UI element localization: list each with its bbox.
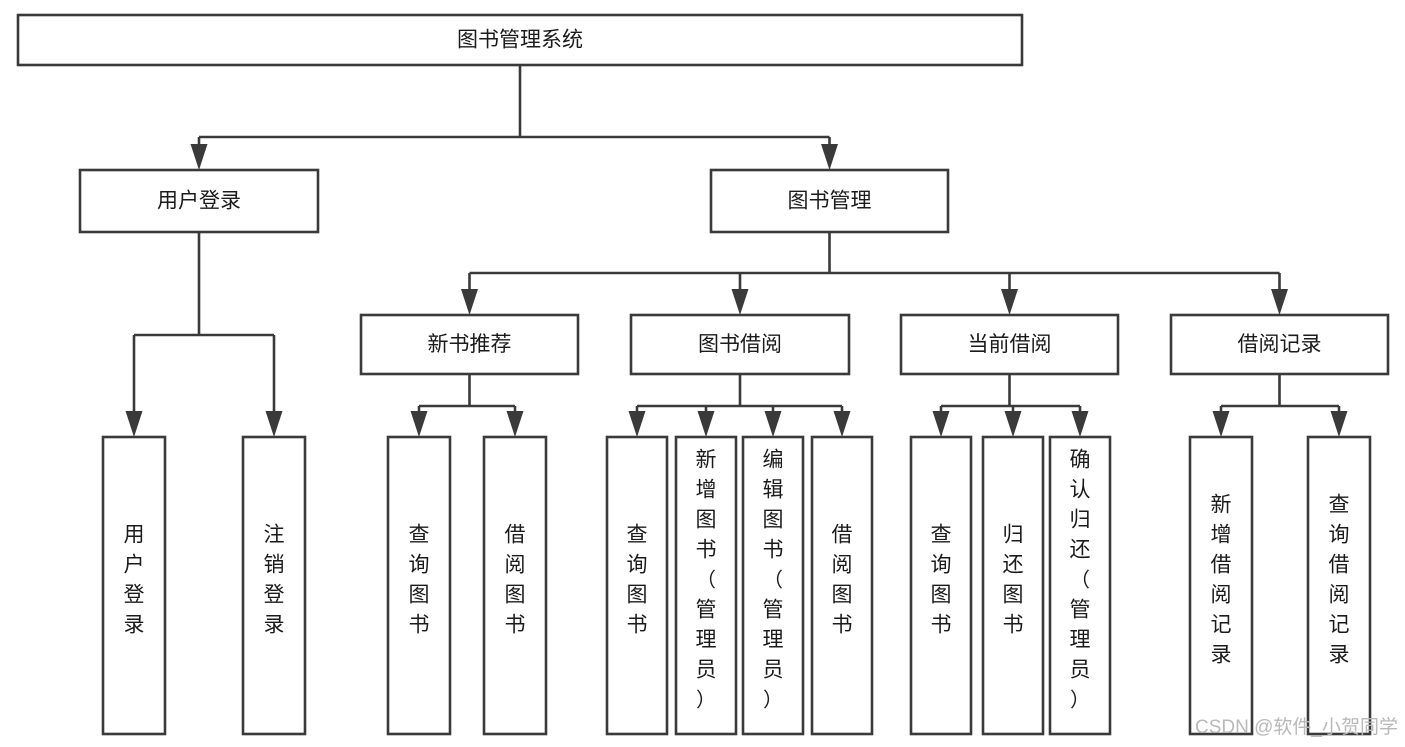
node-label-leaf_9: 归还图书 xyxy=(1003,524,1024,637)
connector-group-root xyxy=(190,65,838,170)
node-leaf_2[interactable]: 查询图书 xyxy=(386,435,452,736)
node-box-leaf_9[interactable] xyxy=(981,435,1045,736)
node-leaf_0[interactable]: 用户登录 xyxy=(101,435,167,736)
connector-group-l3_3 xyxy=(1212,374,1348,437)
node-box-leaf_11[interactable] xyxy=(1188,435,1254,736)
node-box-leaf_1[interactable] xyxy=(241,435,307,736)
arrow-head-icon xyxy=(125,411,143,437)
node-label-leaf_6: 编辑图书（管理员） xyxy=(763,449,784,712)
node-box-leaf_10[interactable] xyxy=(1048,435,1112,736)
connector-group-l2_0 xyxy=(125,232,283,437)
node-box-root[interactable] xyxy=(16,13,1024,67)
node-box-l2_1[interactable] xyxy=(709,168,950,234)
node-leaf_11[interactable]: 新增借阅记录 xyxy=(1188,435,1254,736)
node-label-leaf_8: 查询图书 xyxy=(931,524,952,637)
node-label-leaf_4: 查询图书 xyxy=(627,524,648,637)
node-box-l3_1[interactable] xyxy=(629,313,851,376)
node-label-l3_1: 图书借阅 xyxy=(698,333,782,356)
arrow-head-icon xyxy=(1001,289,1018,315)
node-leaf_9[interactable]: 归还图书 xyxy=(981,435,1045,736)
node-box-leaf_5[interactable] xyxy=(674,435,738,736)
arrow-head-icon xyxy=(1330,411,1348,437)
node-box-leaf_6[interactable] xyxy=(741,435,805,736)
node-label-leaf_10: 确认归还（管理员） xyxy=(1070,449,1091,712)
node-box-l3_3[interactable] xyxy=(1169,313,1390,376)
node-label-root: 图书管理系统 xyxy=(457,29,583,52)
arrow-head-icon xyxy=(628,411,646,437)
node-box-l2_0[interactable] xyxy=(78,168,320,234)
node-l3_0[interactable]: 新书推荐 xyxy=(359,313,580,376)
arrow-head-icon xyxy=(461,289,478,315)
arrow-head-icon xyxy=(265,411,283,437)
arrow-head-icon xyxy=(410,411,428,437)
arrow-head-icon xyxy=(764,411,782,437)
node-leaf_1[interactable]: 注销登录 xyxy=(241,435,307,736)
node-box-leaf_4[interactable] xyxy=(605,435,669,736)
arrow-head-icon xyxy=(506,411,524,437)
arrow-head-icon xyxy=(1071,411,1089,437)
node-label-leaf_0: 用户登录 xyxy=(124,524,145,637)
node-label-l2_1: 图书管理 xyxy=(788,190,872,213)
node-root[interactable]: 图书管理系统 xyxy=(16,13,1024,67)
arrow-head-icon xyxy=(833,411,851,437)
node-leaf_5[interactable]: 新增图书（管理员） xyxy=(674,435,738,736)
node-leaf_3[interactable]: 借阅图书 xyxy=(482,435,548,736)
node-label-leaf_1: 注销登录 xyxy=(264,524,285,637)
csdn-watermark: CSDN @软件_小贺同学 xyxy=(1195,716,1398,738)
node-box-leaf_12[interactable] xyxy=(1306,435,1372,736)
node-leaf_8[interactable]: 查询图书 xyxy=(909,435,973,736)
node-box-leaf_8[interactable] xyxy=(909,435,973,736)
node-box-l3_2[interactable] xyxy=(899,313,1120,376)
node-label-leaf_2: 查询图书 xyxy=(409,524,430,637)
node-label-l3_2: 当前借阅 xyxy=(968,333,1052,356)
connector-group-l3_1 xyxy=(628,374,851,437)
arrow-head-icon xyxy=(821,144,838,170)
node-label-l3_0: 新书推荐 xyxy=(428,333,512,356)
arrow-head-icon xyxy=(731,289,749,315)
node-leaf_7[interactable]: 借阅图书 xyxy=(810,435,874,736)
node-box-l3_0[interactable] xyxy=(359,313,580,376)
node-label-l3_3: 借阅记录 xyxy=(1238,333,1322,356)
node-box-leaf_2[interactable] xyxy=(386,435,452,736)
arrow-head-icon xyxy=(697,411,715,437)
node-label-l2_0: 用户登录 xyxy=(157,190,241,213)
node-box-leaf_7[interactable] xyxy=(810,435,874,736)
node-box-leaf_3[interactable] xyxy=(482,435,548,736)
node-l3_2[interactable]: 当前借阅 xyxy=(899,313,1120,376)
arrow-head-icon xyxy=(190,144,208,170)
node-l3_3[interactable]: 借阅记录 xyxy=(1169,313,1390,376)
node-leaf_6[interactable]: 编辑图书（管理员） xyxy=(741,435,805,736)
arrow-head-icon xyxy=(932,411,950,437)
node-leaf_4[interactable]: 查询图书 xyxy=(605,435,669,736)
arrow-head-icon xyxy=(1212,411,1230,437)
node-label-leaf_5: 新增图书（管理员） xyxy=(696,449,717,712)
node-layer: 图书管理系统用户登录图书管理新书推荐图书借阅当前借阅借阅记录用户登录注销登录查询… xyxy=(16,13,1390,736)
node-label-leaf_3: 借阅图书 xyxy=(505,524,526,637)
connector-group-l2_1 xyxy=(461,232,1288,315)
arrow-head-icon xyxy=(1004,411,1022,437)
arrow-head-icon xyxy=(1271,289,1288,315)
node-label-leaf_7: 借阅图书 xyxy=(832,524,853,637)
node-leaf_10[interactable]: 确认归还（管理员） xyxy=(1048,435,1112,736)
node-label-leaf_12: 查询借阅记录 xyxy=(1329,494,1350,667)
node-l3_1[interactable]: 图书借阅 xyxy=(629,313,851,376)
node-leaf_12[interactable]: 查询借阅记录 xyxy=(1306,435,1372,736)
edge-layer xyxy=(125,65,1348,437)
node-label-leaf_11: 新增借阅记录 xyxy=(1211,494,1232,667)
node-l2_0[interactable]: 用户登录 xyxy=(78,168,320,234)
connector-group-l3_2 xyxy=(932,374,1089,437)
node-box-leaf_0[interactable] xyxy=(101,435,167,736)
connector-group-l3_0 xyxy=(410,374,524,437)
node-l2_1[interactable]: 图书管理 xyxy=(709,168,950,234)
